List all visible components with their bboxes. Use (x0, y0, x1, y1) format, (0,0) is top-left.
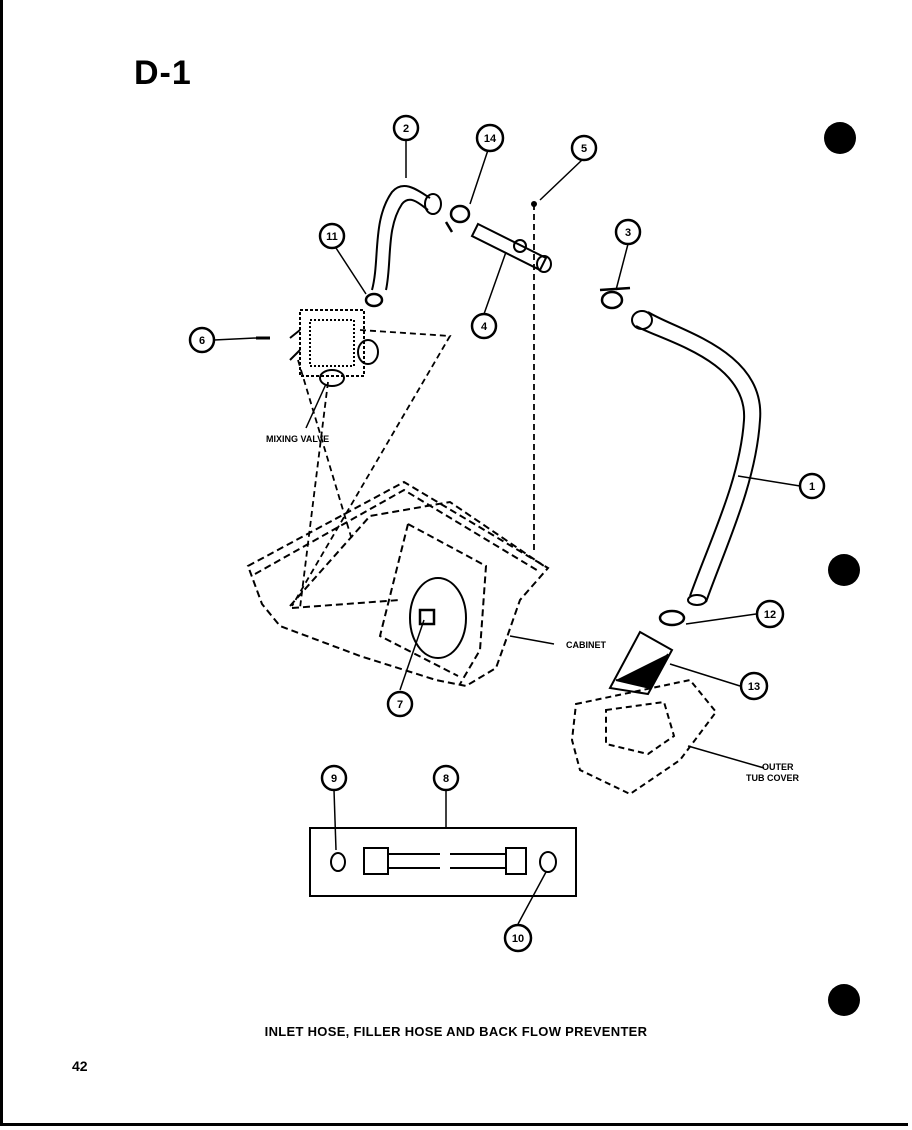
cabinet-label: CABINET (566, 640, 607, 650)
svg-text:11: 11 (326, 231, 338, 243)
svg-text:1: 1 (809, 481, 815, 493)
cabinet-opening (409, 577, 467, 659)
page-number: 42 (72, 1058, 88, 1074)
screw-part-5 (531, 201, 537, 207)
callout-6: 6 (188, 326, 216, 354)
svg-text:13: 13 (748, 681, 760, 693)
svg-text:8: 8 (443, 773, 449, 785)
inlet-hose-kit-box (309, 827, 577, 897)
svg-text:9: 9 (331, 773, 337, 785)
svg-text:7: 7 (397, 699, 403, 711)
back-flow-part-7 (418, 608, 436, 626)
punch-hole-top (824, 122, 856, 154)
mixing-valve-leader (305, 383, 327, 429)
hose-part-1 (631, 310, 762, 606)
callout-9: 9 (320, 764, 348, 792)
svg-text:14: 14 (484, 133, 497, 145)
outer-tub-cover (570, 678, 718, 796)
callout-2: 2 (392, 114, 420, 142)
svg-text:12: 12 (764, 609, 776, 621)
svg-text:5: 5 (581, 143, 587, 155)
clamp-part-11 (364, 292, 384, 308)
leader-lines (213, 140, 801, 925)
page-id: D-1 (134, 54, 192, 92)
callout-8: 8 (432, 764, 460, 792)
callout-1: 1 (798, 472, 826, 500)
clamp-part-3 (599, 286, 631, 310)
inlet-part-13 (608, 630, 674, 696)
fitting-part-4 (470, 222, 552, 273)
callout-13: 13 (739, 671, 769, 701)
outer-tub-cover-label-line1: OUTER (762, 762, 794, 772)
callout-4: 4 (470, 312, 498, 340)
diagram-caption: INLET HOSE, FILLER HOSE AND BACK FLOW PR… (264, 1024, 648, 1039)
inlet-hose-assembly (330, 847, 557, 875)
svg-text:3: 3 (625, 227, 631, 239)
callout-14: 14 (475, 123, 505, 153)
mixing-valve (289, 309, 379, 387)
outer-tub-cover-label-line2: TUB COVER (746, 773, 800, 783)
punch-hole-middle (828, 554, 860, 586)
callout-11: 11 (318, 222, 346, 250)
svg-text:10: 10 (512, 933, 524, 945)
svg-text:2: 2 (403, 123, 409, 135)
svg-text:6: 6 (199, 335, 205, 347)
callout-3: 3 (614, 218, 642, 246)
callout-12: 12 (755, 599, 785, 629)
callout-7: 7 (386, 690, 414, 718)
punch-hole-bottom (828, 984, 860, 1016)
clamp-part-14 (444, 204, 471, 233)
filler-hose-part-2 (371, 185, 442, 291)
callout-10: 10 (503, 923, 533, 953)
callouts: 1 2 3 4 5 6 7 8 9 10 11 12 13 14 (188, 114, 826, 953)
callout-5: 5 (570, 134, 598, 162)
svg-text:4: 4 (481, 321, 488, 333)
assembly-lines (291, 204, 535, 609)
cabinet-outline (246, 480, 550, 688)
clamp-part-12 (658, 609, 686, 627)
mixing-valve-label: MIXING VALVE (266, 434, 329, 444)
